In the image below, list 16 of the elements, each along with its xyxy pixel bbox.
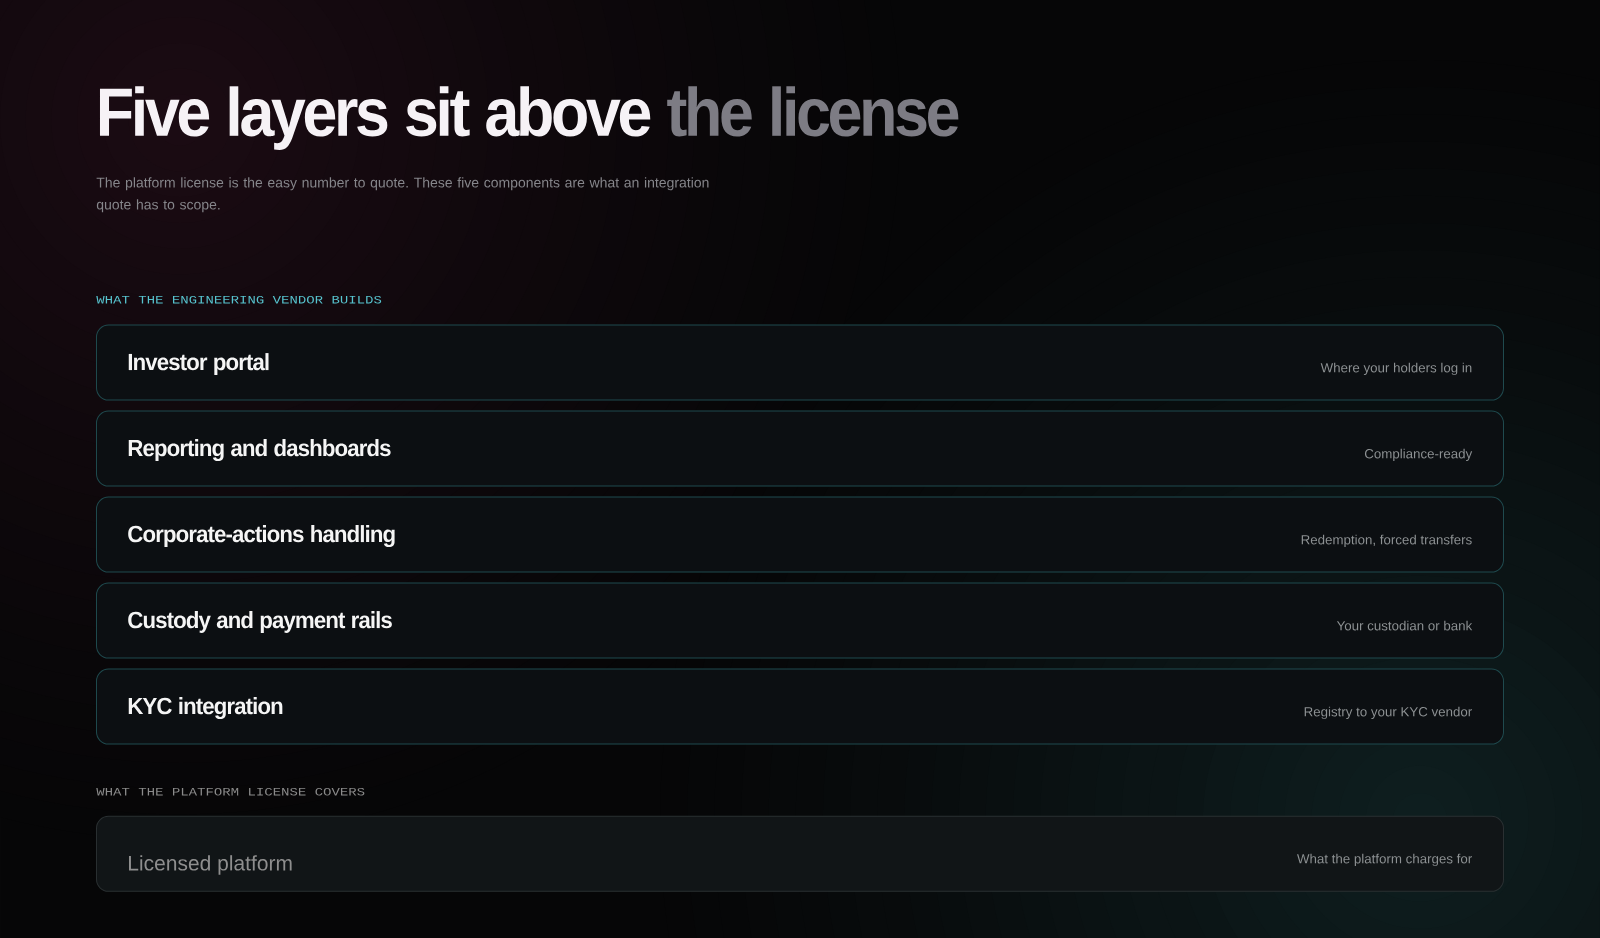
card-description: Registry to your KYC vendor [1304,706,1472,720]
card-description: Your custodian or bank [1336,620,1473,631]
section-label: WHAT THE PLATFORM LICENSE COVERS [96,787,365,796]
card-title: Custody and payment rails [128,611,392,633]
card-title: Corporate-actions handling [128,525,395,548]
card-description: What the platform charges for [1297,853,1472,867]
section-label: WHAT THE ENGINEERING VENDOR BUILDS [96,295,382,304]
card-title: Reporting and dashboards [128,439,391,462]
card-description: Redemption, forced transfers [1301,534,1472,548]
card-description: Where your holders log in [1320,362,1472,376]
card-title: KYC integration [128,697,283,720]
card-title: Licensed platform [129,855,292,875]
page-title: Five layers sit above the license [100,86,959,150]
card-title: Investor portal [128,353,269,375]
subtitle: The platform license is the easy number to quote. These five components are what an integration quote has to scope. [96,177,709,213]
card-description: Compliance-ready [1364,448,1473,462]
